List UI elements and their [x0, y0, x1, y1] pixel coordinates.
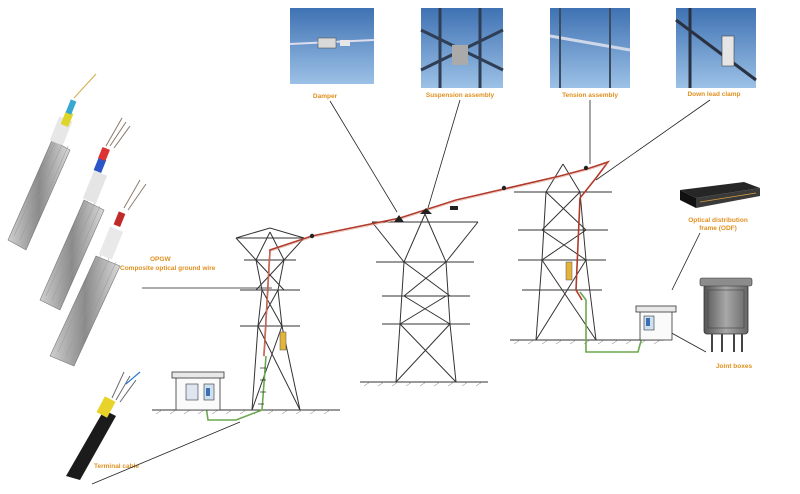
terminal-cable-label: Terminal cable — [94, 463, 139, 470]
odf-rack — [680, 182, 760, 208]
tower-joint-box-left — [279, 331, 287, 351]
tension-assembly-label: Tension assembly — [562, 92, 618, 99]
joint-boxes-label: Joint boxes — [716, 363, 753, 370]
odf-label-line1: Optical distribution — [688, 217, 748, 224]
line-hardware — [309, 165, 589, 239]
tower-joint-box-right — [565, 261, 573, 281]
photo-tension-assembly — [549, 8, 631, 88]
damper-label: Damper — [313, 93, 338, 100]
cable-fixings-left — [258, 367, 266, 405]
joint-marker — [309, 233, 315, 239]
terminal-cabinet-left — [171, 371, 225, 411]
opgw-label: OPGW — [150, 256, 171, 263]
leader-lines — [91, 99, 711, 485]
ground-hatching — [155, 339, 661, 415]
suspension-marker — [420, 208, 432, 214]
damper-marker-2 — [450, 206, 458, 210]
odf-label-line2: frame (ODF) — [699, 225, 737, 232]
terminal-cable-sample — [66, 371, 141, 480]
photo-suspension-assembly — [420, 8, 504, 88]
ground-lines — [152, 339, 664, 411]
photo-damper — [289, 8, 375, 84]
suspension-assembly-label: Suspension assembly — [426, 92, 495, 99]
tower-right — [514, 163, 612, 341]
tension-marker-2 — [583, 165, 589, 171]
opgw-cable-samples — [7, 73, 147, 367]
down-lead-clamp-label: Down lead clamp — [687, 91, 740, 98]
tension-marker — [501, 185, 507, 191]
damper-marker — [394, 215, 404, 222]
photo-down-lead-clamp — [675, 8, 757, 88]
joint-box-enclosure — [699, 277, 753, 352]
terminal-cabinet-right — [635, 305, 677, 341]
opgw-description-label: Composite optical ground wire — [120, 265, 216, 272]
tower-middle — [371, 213, 479, 383]
tower-left — [235, 227, 305, 411]
